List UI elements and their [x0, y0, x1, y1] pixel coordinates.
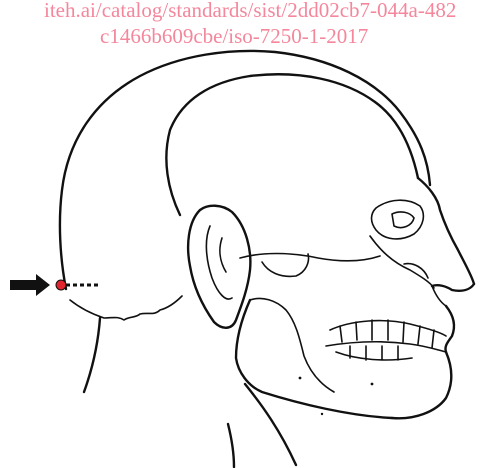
skull-outline — [166, 74, 474, 418]
head-outline — [60, 51, 430, 467]
arrow-right-icon — [10, 274, 50, 296]
watermark-line-1: iteh.ai/catalog/standards/sist/2dd02cb7-… — [44, 0, 456, 22]
ear — [188, 206, 250, 328]
reference-marker — [10, 274, 100, 296]
reference-point — [56, 280, 66, 290]
watermark-line-2: c1466b609cbe/iso-7250-1-2017 — [100, 24, 368, 48]
